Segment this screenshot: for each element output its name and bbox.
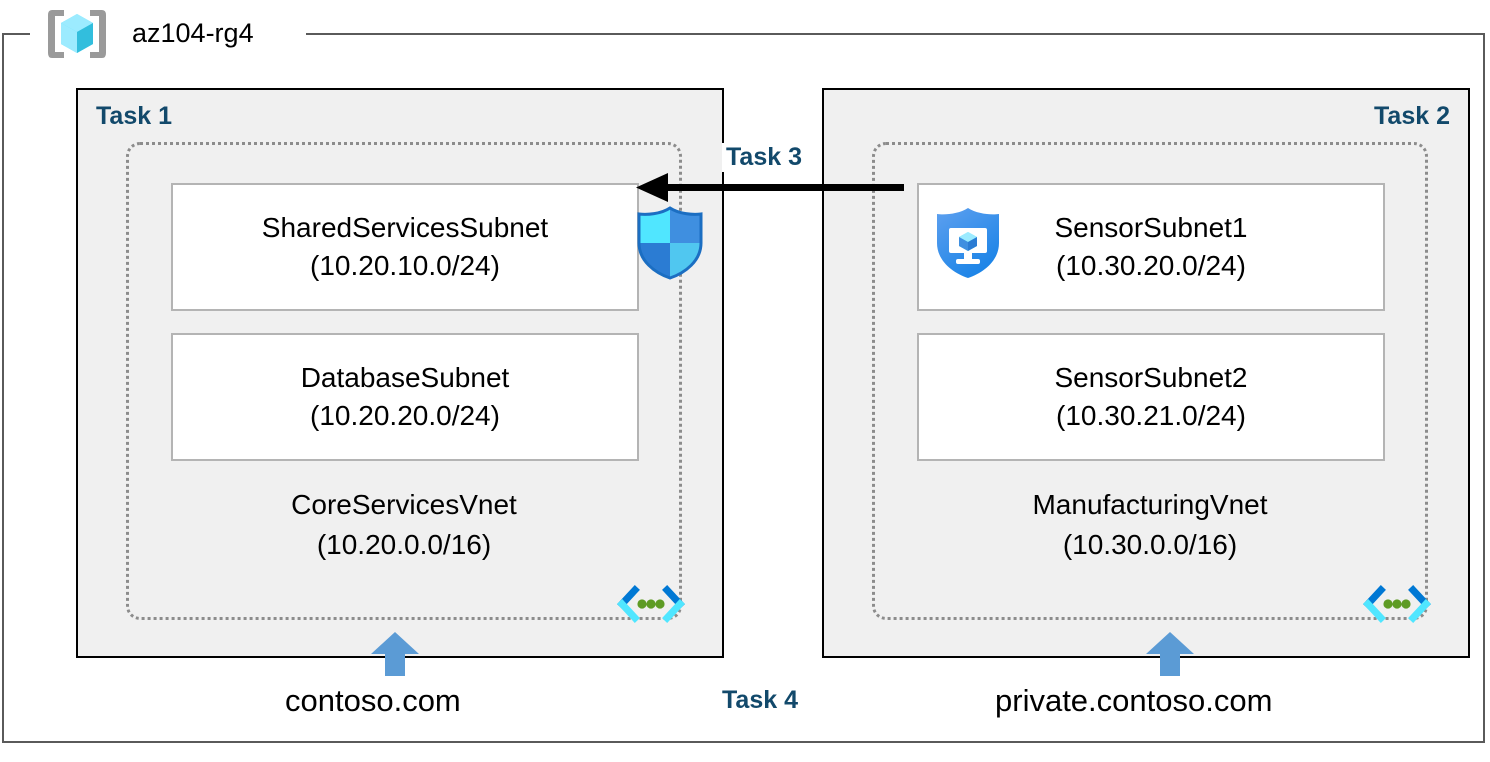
subnet-shared-services: SharedServicesSubnet (10.20.10.0/24) (171, 183, 639, 311)
vnet-cidr: (10.30.0.0/16) (1062, 529, 1238, 560)
vnet-cidr: (10.20.0.0/16) (316, 529, 492, 560)
vnet-name: ManufacturingVnet (1032, 489, 1268, 520)
defender-server-shield-icon (931, 205, 1005, 281)
task-3-label: Task 3 (722, 143, 806, 172)
subnet-name: SensorSubnet2 (1054, 362, 1248, 393)
subnet-name: DatabaseSubnet (300, 362, 510, 393)
subnet-cidr: (10.20.20.0/24) (310, 400, 500, 431)
subnet-cidr: (10.30.20.0/24) (1056, 250, 1246, 281)
subnet-cidr: (10.20.10.0/24) (310, 250, 500, 281)
task-2-label: Task 2 (1374, 102, 1450, 130)
subnet-name: SensorSubnet1 (1054, 212, 1248, 243)
resource-group-boundary (2, 33, 1485, 743)
vnet-core-services: SharedServicesSubnet (10.20.10.0/24) Dat… (126, 142, 703, 623)
resource-group-cube-icon (44, 6, 110, 62)
subnet-sensor-2: SensorSubnet2 (10.30.21.0/24) (917, 333, 1385, 461)
vnet-caption: CoreServicesVnet (10.20.0.0/16) (129, 485, 679, 565)
dns-zone-label-contoso: contoso.com (285, 683, 461, 718)
dns-zone-label-private-contoso: private.contoso.com (995, 683, 1273, 718)
vnet-manufacturing: SensorSubnet1 (10.30.20.0/24) SensorSubn… (872, 142, 1431, 623)
task-panel-1: Task 1 SharedServicesSubnet (10.20.10.0/… (76, 88, 724, 658)
virtual-network-icon (1361, 583, 1433, 631)
subnet-database: DatabaseSubnet (10.20.20.0/24) (171, 333, 639, 461)
subnet-cidr: (10.30.21.0/24) (1056, 400, 1246, 431)
dns-link-arrow-right (1146, 632, 1194, 676)
subnet-name: SharedServicesSubnet (261, 212, 549, 243)
task-4-label: Task 4 (722, 686, 798, 714)
dns-link-arrow-left (371, 632, 419, 676)
task-panel-2: Task 2 SensorSubnet1 (10.30.20.0/24) Sen… (822, 88, 1470, 658)
firewall-shield-icon (633, 205, 707, 281)
vnet-peering-arrow (636, 166, 904, 210)
task-1-label: Task 1 (96, 102, 172, 130)
resource-group-name: az104-rg4 (132, 18, 254, 48)
virtual-network-icon (615, 583, 687, 631)
left-arrow-icon (636, 173, 904, 202)
vnet-caption: ManufacturingVnet (10.30.0.0/16) (875, 485, 1425, 565)
vnet-name: CoreServicesVnet (291, 489, 517, 520)
